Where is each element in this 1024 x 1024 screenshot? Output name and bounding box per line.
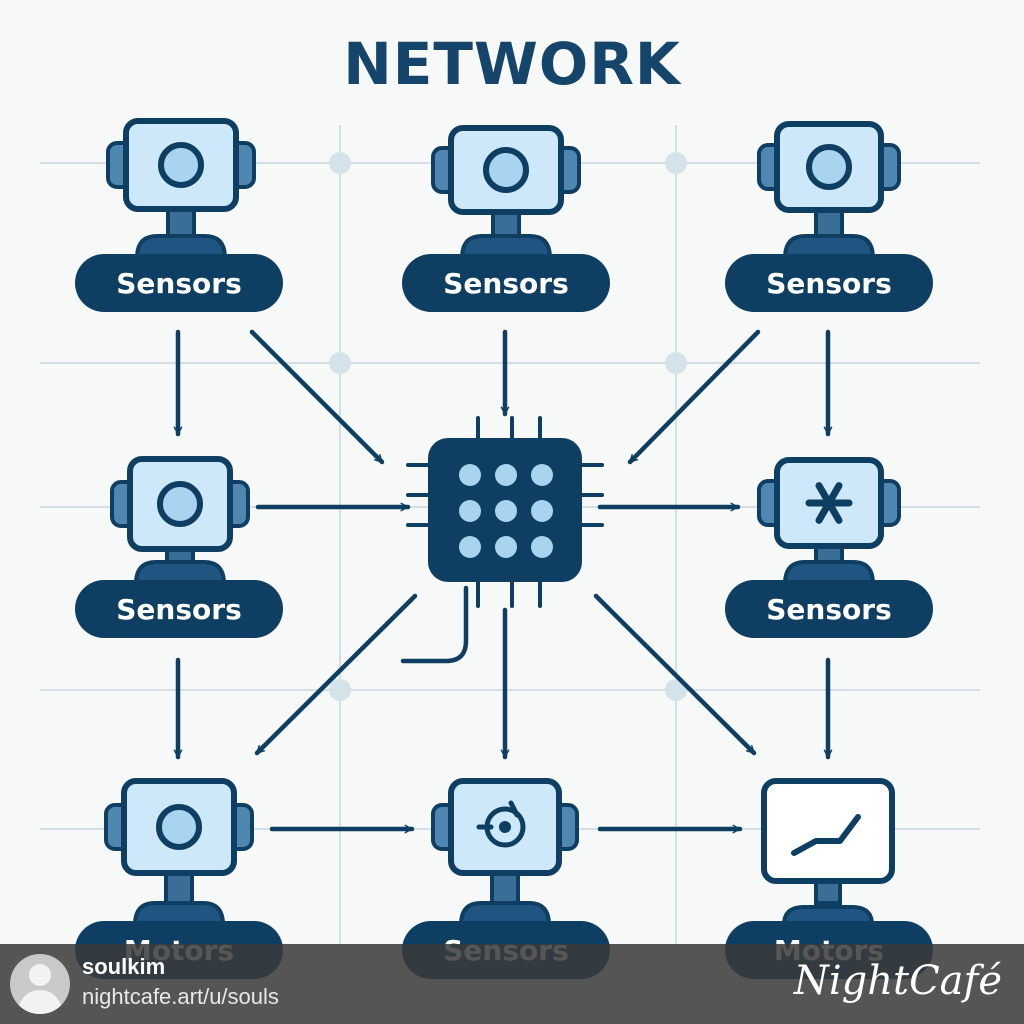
diagram-title: NETWORK (343, 30, 681, 98)
lens-circle-icon (156, 804, 202, 850)
device-screen (761, 778, 895, 884)
arrow-central-processor-to-motors-bottom-left (254, 593, 418, 756)
stand-base (459, 234, 553, 260)
chip-grid-dot (459, 500, 481, 522)
chip-wire (400, 585, 469, 664)
node-label-sensors-top-right: Sensors (725, 254, 933, 312)
creator-username[interactable]: soulkim (82, 954, 166, 979)
chip-grid-dot (459, 464, 481, 486)
chip-grid-dot (531, 500, 553, 522)
stand-base (781, 905, 875, 927)
arrow-sensors-top-right-to-central-processor (627, 329, 761, 465)
stand-base (782, 234, 876, 260)
device-motors-bottom-left (104, 778, 254, 927)
device-sensors-middle-right (757, 457, 901, 586)
nightcafe-logo: NightCafé (793, 958, 1002, 1004)
grid-node-dot (665, 352, 687, 374)
stand-base (132, 901, 226, 927)
chip-grid-dot (459, 536, 481, 558)
asterisk-icon-spoke (815, 482, 843, 524)
device-sensors-top-left (106, 118, 256, 260)
central-processor (406, 416, 604, 608)
creator-profile-link[interactable]: nightcafe.art/u/souls (82, 984, 279, 1009)
grid-node-dot (665, 679, 687, 701)
stand-base (458, 901, 552, 927)
chip-grid-dot (495, 464, 517, 486)
chip-grid-dot (495, 536, 517, 558)
grid-node-dot (329, 352, 351, 374)
lens-circle-icon (158, 142, 204, 188)
crosshair-center (499, 821, 511, 833)
lens-circle-icon (483, 147, 529, 193)
stand-base (133, 560, 227, 586)
chip-grid-dot (531, 536, 553, 558)
grid-node-dot (665, 152, 687, 174)
grid-node-dot (329, 152, 351, 174)
lens-circle-icon (806, 144, 852, 190)
lens-circle-icon (157, 481, 203, 527)
avatar[interactable] (10, 954, 70, 1014)
chip-grid-dot (531, 464, 553, 486)
stand-base (782, 560, 876, 586)
device-nodes (104, 118, 901, 927)
node-label-sensors-middle-left: Sensors (75, 580, 283, 638)
crosshair-tick (508, 800, 520, 818)
device-motors-bottom-right (761, 778, 895, 927)
line-graph-icon (791, 814, 861, 856)
device-sensors-top-right (757, 121, 901, 260)
node-label-sensors-top-left: Sensors (75, 254, 283, 312)
device-sensors-bottom-center (431, 778, 579, 927)
connection-arrows (173, 329, 833, 834)
device-sensors-top-center (431, 125, 581, 260)
arrow-central-processor-to-motors-bottom-right (593, 593, 757, 756)
grid-node-dot (329, 679, 351, 701)
device-sensors-middle-left (110, 456, 250, 586)
avatar-body-shape (18, 990, 62, 1014)
node-label-sensors-middle-right: Sensors (725, 580, 933, 638)
arrow-sensors-top-left-to-central-processor (249, 329, 385, 465)
avatar-head-shape (29, 964, 51, 986)
creator-footer: soulkim nightcafe.art/u/souls NightCafé (0, 944, 1024, 1024)
chip-grid-dot (495, 500, 517, 522)
node-label-sensors-top-center: Sensors (402, 254, 610, 312)
stand-base (134, 234, 228, 260)
